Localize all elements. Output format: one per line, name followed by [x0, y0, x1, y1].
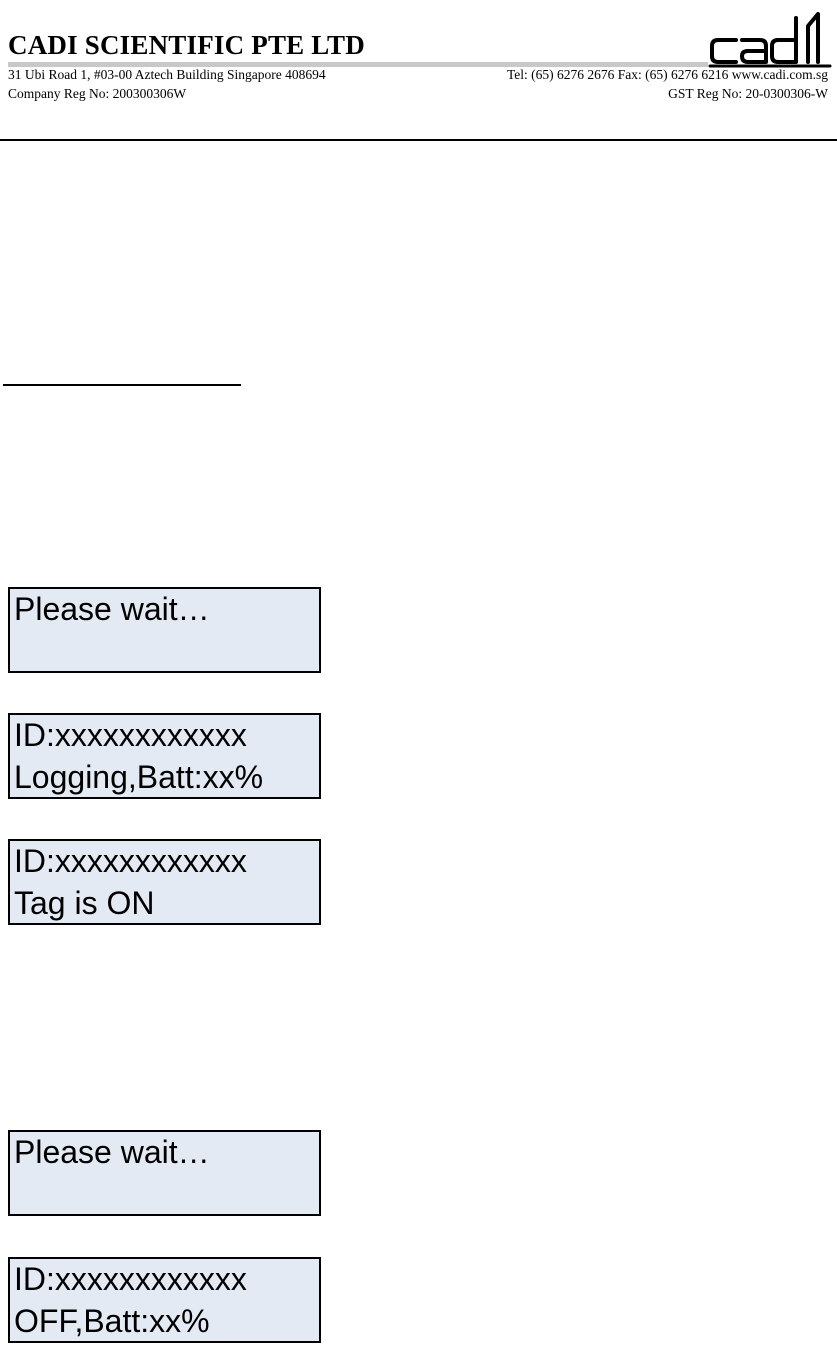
lcd-screen-off: ID:xxxxxxxxxxxx OFF,Batt:xx%	[8, 1257, 321, 1343]
lcd-line-1: ID:xxxxxxxxxxxx	[14, 1261, 247, 1297]
lcd-screen-please-wait-1: Please wait…	[8, 587, 321, 673]
company-address: 31 Ubi Road 1, #03-00 Aztech Building Si…	[8, 67, 326, 82]
lcd-screen-tag-on: ID:xxxxxxxxxxxx Tag is ON	[8, 839, 321, 925]
lcd-screen-please-wait-2: Please wait…	[8, 1130, 321, 1216]
gst-reg-no: GST Reg No: 20-0300306-W	[668, 86, 828, 101]
lcd-line-1: Please wait…	[14, 591, 210, 627]
header-divider	[0, 139, 837, 141]
lcd-line-1: ID:xxxxxxxxxxxx	[14, 717, 247, 753]
company-reg-no: Company Reg No: 200300306W	[8, 86, 187, 101]
lcd-line-2: OFF,Batt:xx%	[14, 1303, 210, 1339]
lcd-line-1: Please wait…	[14, 1134, 210, 1170]
company-name: CADI SCIENTIFIC PTE LTD	[8, 30, 365, 60]
lcd-line-1: ID:xxxxxxxxxxxx	[14, 843, 247, 879]
lcd-line-2: Tag is ON	[14, 885, 155, 921]
section-heading-underline	[3, 384, 241, 386]
letterhead-accent-bar	[8, 62, 708, 67]
cadi-logo	[708, 12, 832, 68]
lcd-line-2: Logging,Batt:xx%	[14, 759, 264, 795]
lcd-screen-logging: ID:xxxxxxxxxxxx Logging,Batt:xx%	[8, 713, 321, 799]
company-contact: Tel: (65) 6276 2676 Fax: (65) 6276 6216 …	[506, 67, 828, 82]
